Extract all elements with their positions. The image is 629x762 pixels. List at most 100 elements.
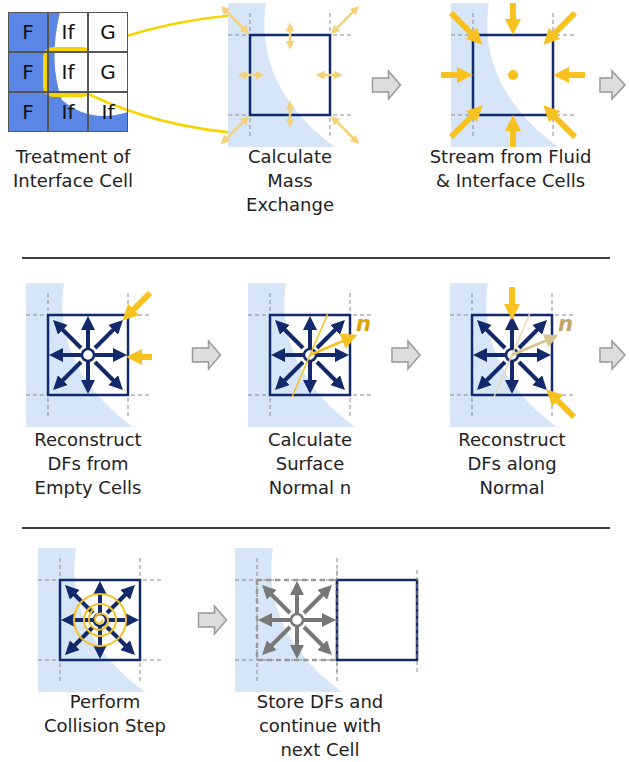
step-caption: Reconstruct DFs along Normal <box>447 428 577 500</box>
grid-line <box>38 660 162 661</box>
cell-type: F <box>22 100 34 124</box>
distribution-arrow <box>280 362 303 385</box>
zoom-line <box>88 94 248 134</box>
distribution-arrow <box>519 362 542 385</box>
grid-line <box>248 315 372 316</box>
collision-swirl <box>84 604 116 636</box>
mass-exchange-arrow <box>242 74 260 77</box>
normal-arrow <box>310 338 350 355</box>
mass-exchange-arrow <box>334 119 356 141</box>
lattice-cell <box>250 35 330 115</box>
fluid-region <box>8 12 128 132</box>
distribution-arrow <box>95 362 118 385</box>
grid-line <box>451 115 575 116</box>
distribution-arrow <box>68 618 93 622</box>
interface-region <box>26 283 133 427</box>
distribution-arrow <box>317 353 342 357</box>
distribution-arrow <box>278 353 303 357</box>
grid-line <box>248 395 372 396</box>
distribution-arrow <box>304 618 329 622</box>
lattice-cell: If <box>48 12 88 52</box>
distribution-arrow <box>265 618 290 622</box>
lattice-cell: G <box>88 52 128 92</box>
grid-line <box>228 115 352 116</box>
interface-region <box>228 3 335 147</box>
distribution-arrow <box>267 627 290 650</box>
grid-line <box>337 558 338 682</box>
interface-region <box>450 283 557 427</box>
step-caption: Store DFs and continue with next Cell <box>245 690 395 762</box>
step-caption: Calculate Surface Normal n <box>255 428 365 500</box>
step-caption: Perform Collision Step <box>30 690 180 738</box>
distribution-arrow <box>482 362 505 385</box>
step-arrow <box>392 341 420 369</box>
mass-exchange-arrow <box>334 9 356 31</box>
distribution-arrow <box>317 325 340 348</box>
distribution-arrow <box>308 362 312 387</box>
grid-line <box>552 293 553 417</box>
cell-center <box>304 349 316 361</box>
grid-line <box>417 570 418 672</box>
interface-region <box>38 548 145 692</box>
cell-center <box>291 614 303 626</box>
distribution-arrow <box>95 325 118 348</box>
step-caption: Treatment of Interface Cell <box>8 145 138 193</box>
distribution-arrow <box>86 362 90 387</box>
stream-arrow <box>510 123 516 147</box>
continue-arrow <box>600 71 625 99</box>
lattice-cell <box>60 580 140 660</box>
grid-line <box>26 395 150 396</box>
grid-line <box>451 35 575 36</box>
interface-region <box>235 548 342 692</box>
stream-arrow <box>549 13 575 39</box>
grid-line <box>250 13 251 137</box>
distribution-arrow <box>107 590 130 613</box>
stream-arrow <box>549 111 575 137</box>
distribution-arrow <box>480 353 505 357</box>
grid-line <box>270 293 271 417</box>
step-caption: Calculate Mass Exchange <box>230 145 350 217</box>
grid-line <box>553 13 554 137</box>
mass-exchange-arrow <box>320 74 338 77</box>
distribution-arrow <box>519 353 544 357</box>
normal-label: n <box>558 312 573 336</box>
surface-tangent <box>494 313 530 397</box>
step-panel: Stream from Fluid & Interface Cells <box>423 0 598 193</box>
cell-center <box>508 70 518 80</box>
distribution-arrow <box>482 325 505 348</box>
grid-line <box>235 660 359 661</box>
grid-line <box>235 580 359 581</box>
interface-region <box>451 3 558 147</box>
distribution-arrow <box>295 627 299 652</box>
distribution-arrow <box>98 627 102 652</box>
lattice-cell <box>270 315 350 395</box>
mass-exchange-arrow <box>289 27 292 45</box>
distribution-arrow <box>519 325 542 348</box>
step-panel: Calculate Mass Exchange <box>230 0 350 217</box>
grid-line <box>128 293 129 417</box>
cell-type: If <box>62 60 75 84</box>
normal-arrow <box>512 338 552 355</box>
next-cell <box>337 580 417 660</box>
step-arrow <box>199 606 227 634</box>
cell-type: G <box>100 20 116 44</box>
step-caption: Stream from Fluid & Interface Cells <box>423 145 598 193</box>
lattice-cell: F <box>8 92 48 132</box>
distribution-arrow <box>107 618 132 622</box>
step-panel: Reconstruct DFs along Normal <box>447 270 577 500</box>
step-panel: Store DFs and continue with next Cell <box>245 545 395 762</box>
step-arrow <box>193 341 221 369</box>
distribution-arrow <box>58 325 81 348</box>
distribution-arrow <box>95 353 120 357</box>
distribution-arrow <box>304 627 327 650</box>
stream-arrow <box>451 111 477 137</box>
normal-label: n <box>356 312 371 336</box>
grid-line <box>140 558 141 682</box>
reconstruct-arrow <box>509 287 515 312</box>
grid-line <box>450 395 574 396</box>
lattice-cell <box>48 315 128 395</box>
distribution-arrow <box>308 323 312 348</box>
collision-swirl <box>74 594 126 646</box>
